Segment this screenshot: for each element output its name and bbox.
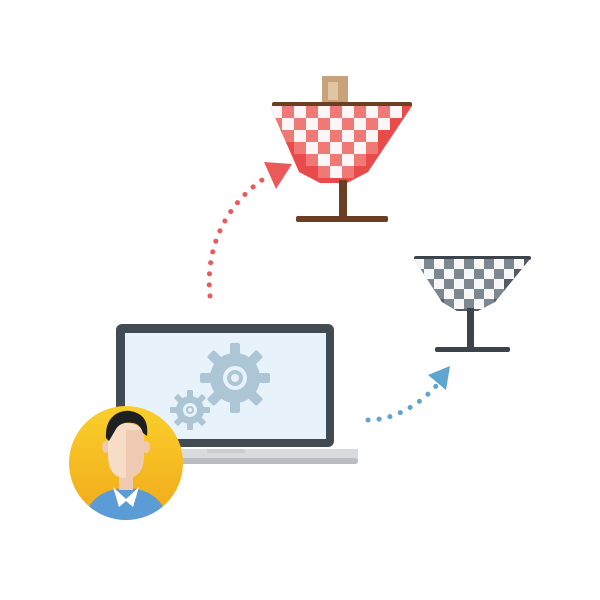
small-gear-icon	[170, 390, 210, 430]
gear-icon	[200, 343, 270, 413]
